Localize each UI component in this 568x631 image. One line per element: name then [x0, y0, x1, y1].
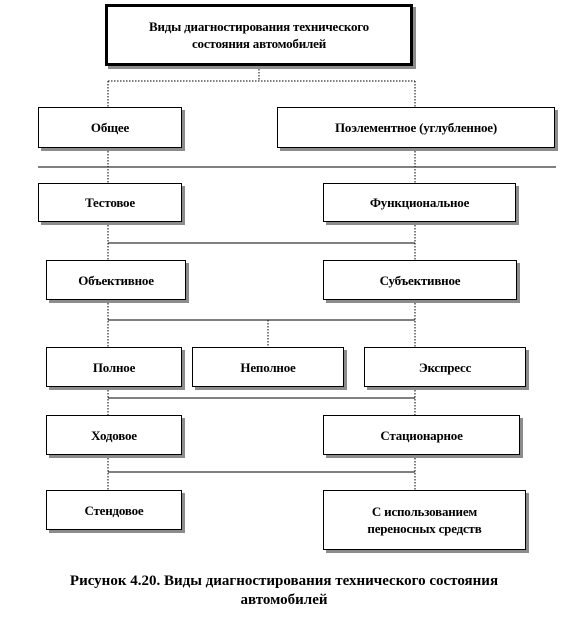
- node-portable-line-2: переносных средств: [367, 521, 482, 536]
- node-partial: Неполное: [192, 347, 344, 387]
- node-portable-line-1: С использованием: [371, 504, 478, 519]
- node-functional-label: Функциональное: [369, 195, 470, 210]
- node-stationary: Стационарное: [323, 415, 520, 455]
- node-running: Ходовое: [46, 415, 182, 455]
- node-functional: Функциональное: [323, 183, 516, 222]
- figure-caption: Рисунок 4.20. Виды диагностирования техн…: [0, 572, 568, 610]
- node-partial-label: Неполное: [240, 359, 296, 375]
- node-full-label: Полное: [92, 359, 136, 375]
- node-portable: С использованием переносных средств: [323, 490, 526, 550]
- node-general: Общее: [38, 107, 182, 148]
- node-express-label: Экспресс: [418, 359, 472, 375]
- figure-caption-line-1: Рисунок 4.20. Виды диагностирования техн…: [69, 573, 499, 589]
- node-subjective: Субъективное: [323, 260, 517, 300]
- node-bench-label: Стендовое: [84, 502, 144, 518]
- node-test: Тестовое: [38, 183, 182, 222]
- node-running-label: Ходовое: [91, 427, 137, 443]
- node-element-wise: Поэлементное (углубленное): [277, 107, 555, 148]
- node-express: Экспресс: [364, 347, 526, 387]
- figure-caption-line-2: автомобилей: [240, 592, 328, 608]
- root-node: Виды диагностирования технического состо…: [105, 4, 413, 66]
- node-general-label: Общее: [90, 120, 130, 135]
- node-objective-label: Объективное: [78, 272, 154, 288]
- root-line-1: Виды диагностирования технического: [149, 19, 369, 34]
- node-stationary-label: Стационарное: [380, 427, 463, 443]
- node-objective: Объективное: [46, 260, 186, 300]
- node-element-wise-label: Поэлементное (углубленное): [334, 120, 498, 135]
- node-subjective-label: Субъективное: [379, 272, 461, 288]
- node-full: Полное: [46, 347, 182, 387]
- root-line-2: состояния автомобилей: [191, 36, 326, 51]
- node-test-label: Тестовое: [85, 195, 135, 210]
- node-bench: Стендовое: [46, 490, 182, 530]
